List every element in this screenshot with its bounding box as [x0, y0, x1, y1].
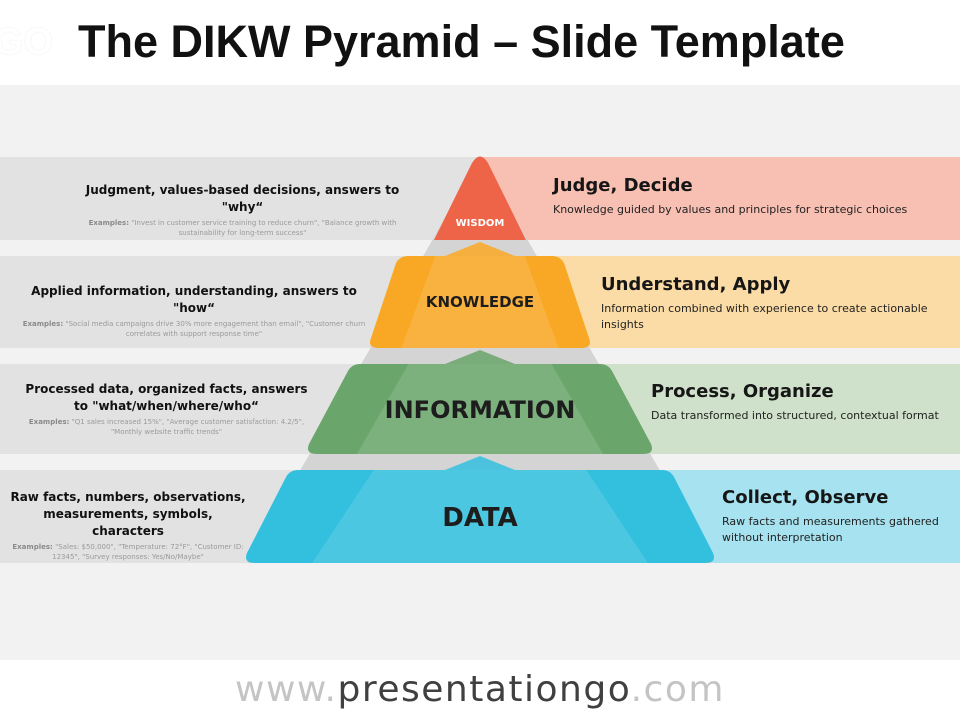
action-title: Judge, Decide	[553, 175, 693, 196]
title-bar: GO The DIKW Pyramid – Slide Template	[0, 0, 960, 85]
examples-text: "Sales: $50,000", "Temperature: 72°F", "…	[52, 543, 244, 561]
examples: Examples: "Invest in customer service tr…	[70, 218, 415, 238]
band-left-wisdom	[0, 157, 480, 240]
action-description: Raw facts and measurements gathered with…	[722, 515, 939, 544]
description-wisdom: Judgment, values-based decisions, answer…	[70, 182, 415, 238]
level-highlight	[401, 256, 559, 348]
examples-label: Examples:	[28, 418, 70, 426]
footer	[0, 660, 960, 720]
description-main: Processed data, organized facts, answers…	[25, 382, 308, 413]
examples-label: Examples:	[22, 320, 64, 328]
logo-fragment: GO	[0, 21, 54, 63]
pyramid-level-information	[308, 364, 652, 454]
examples-text: "Q1 sales increased 15%", "Average custo…	[71, 418, 305, 436]
description-knowledge: Applied information, understanding, answ…	[18, 283, 370, 339]
examples-label: Examples:	[88, 219, 130, 227]
level-label-data: DATA	[442, 503, 518, 533]
examples: Examples: "Sales: $50,000", "Temperature…	[8, 542, 248, 562]
footer-url-brand: presentationgo	[337, 669, 631, 710]
connector-arrow	[445, 350, 515, 364]
action-title: Process, Organize	[651, 381, 834, 402]
pyramid-level-wisdom	[434, 156, 526, 240]
footer-url-prefix: www.	[235, 669, 338, 710]
description-main: Raw facts, numbers, observations, measur…	[10, 490, 246, 538]
pyramid-level-knowledge	[370, 256, 590, 348]
level-label-knowledge: KNOWLEDGE	[425, 292, 535, 311]
footer-url[interactable]: www.presentationgo.com	[0, 668, 960, 712]
level-highlight	[312, 470, 648, 563]
level-label-information: INFORMATION	[384, 396, 576, 424]
level-highlight	[356, 364, 604, 454]
band-right-wisdom	[480, 157, 960, 240]
examples-label: Examples:	[12, 543, 53, 551]
connector-arrow	[445, 456, 515, 470]
examples: Examples: "Q1 sales increased 15%", "Ave…	[20, 417, 313, 437]
examples-text: "Invest in customer service training to …	[131, 219, 397, 237]
examples: Examples: "Social media campaigns drive …	[18, 319, 370, 339]
description-main: Applied information, understanding, answ…	[31, 284, 357, 315]
action-description: Knowledge guided by values and principle…	[553, 203, 908, 216]
level-shape	[434, 156, 526, 240]
connector-arrow	[445, 242, 515, 256]
description-information: Processed data, organized facts, answers…	[20, 381, 313, 437]
pyramid-level-data	[246, 470, 714, 563]
footer-url-suffix: .com	[630, 669, 725, 710]
level-label-wisdom: WISDOM	[455, 218, 505, 229]
action-description: Information combined with experience to …	[601, 302, 928, 331]
action-description: Data transformed into structured, contex…	[651, 409, 939, 422]
action-title: Collect, Observe	[722, 487, 889, 508]
description-data: Raw facts, numbers, observations, measur…	[8, 489, 248, 562]
level-shape	[370, 256, 590, 348]
level-shape	[308, 364, 652, 454]
examples-text: "Social media campaigns drive 30% more e…	[65, 320, 366, 338]
level-shape	[246, 470, 714, 563]
action-title: Understand, Apply	[601, 274, 791, 295]
description-main: Judgment, values-based decisions, answer…	[85, 183, 400, 214]
slide-title: The DIKW Pyramid – Slide Template	[78, 16, 845, 67]
